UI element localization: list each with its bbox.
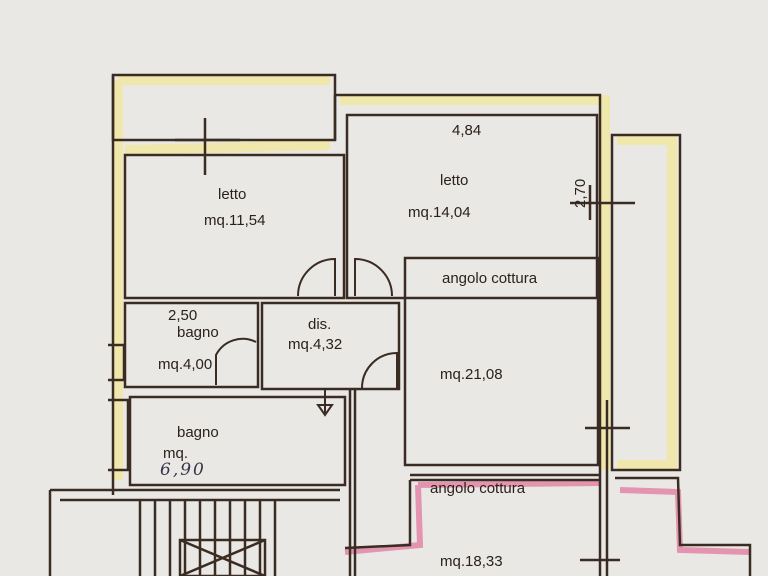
bath1-name: bagno bbox=[177, 324, 219, 341]
pink-highlight bbox=[344, 480, 751, 555]
kitchen2-name: angolo cottura bbox=[430, 480, 526, 497]
bath1-width: 2,50 bbox=[168, 307, 198, 324]
hall-walls bbox=[260, 301, 401, 391]
walls bbox=[48, 73, 752, 576]
kitchen2-area: mq.18,33 bbox=[440, 553, 503, 570]
bedroom1-name: letto bbox=[218, 186, 247, 203]
bedroom2-name: letto bbox=[440, 172, 469, 189]
bedroom2-walls bbox=[345, 113, 599, 300]
bath1-area: mq.4,00 bbox=[158, 356, 213, 373]
hall-name: dis. bbox=[308, 316, 332, 333]
balcony-right bbox=[610, 133, 682, 472]
kitchen1-area: mq.21,08 bbox=[440, 366, 503, 383]
kitchen1-name: angolo cottura bbox=[442, 270, 538, 287]
bedroom2-width: 4,84 bbox=[452, 122, 482, 139]
bath2-area-handwritten: 6,90 bbox=[160, 460, 206, 480]
bedroom1-area: mq.11,54 bbox=[204, 212, 266, 229]
bedroom1-walls bbox=[123, 153, 346, 300]
bedroom2-depth: 2,70 bbox=[572, 178, 589, 208]
kitchen1-walls bbox=[403, 256, 600, 467]
bath2-walls bbox=[128, 395, 347, 487]
bath2-name: bagno bbox=[177, 424, 219, 441]
doors bbox=[215, 257, 398, 417]
bedroom2-area: mq.14,04 bbox=[408, 204, 471, 221]
hall-area: mq.4,32 bbox=[288, 336, 343, 353]
bath2-area-label: mq. bbox=[163, 445, 189, 462]
yellow-highlight bbox=[113, 75, 677, 480]
